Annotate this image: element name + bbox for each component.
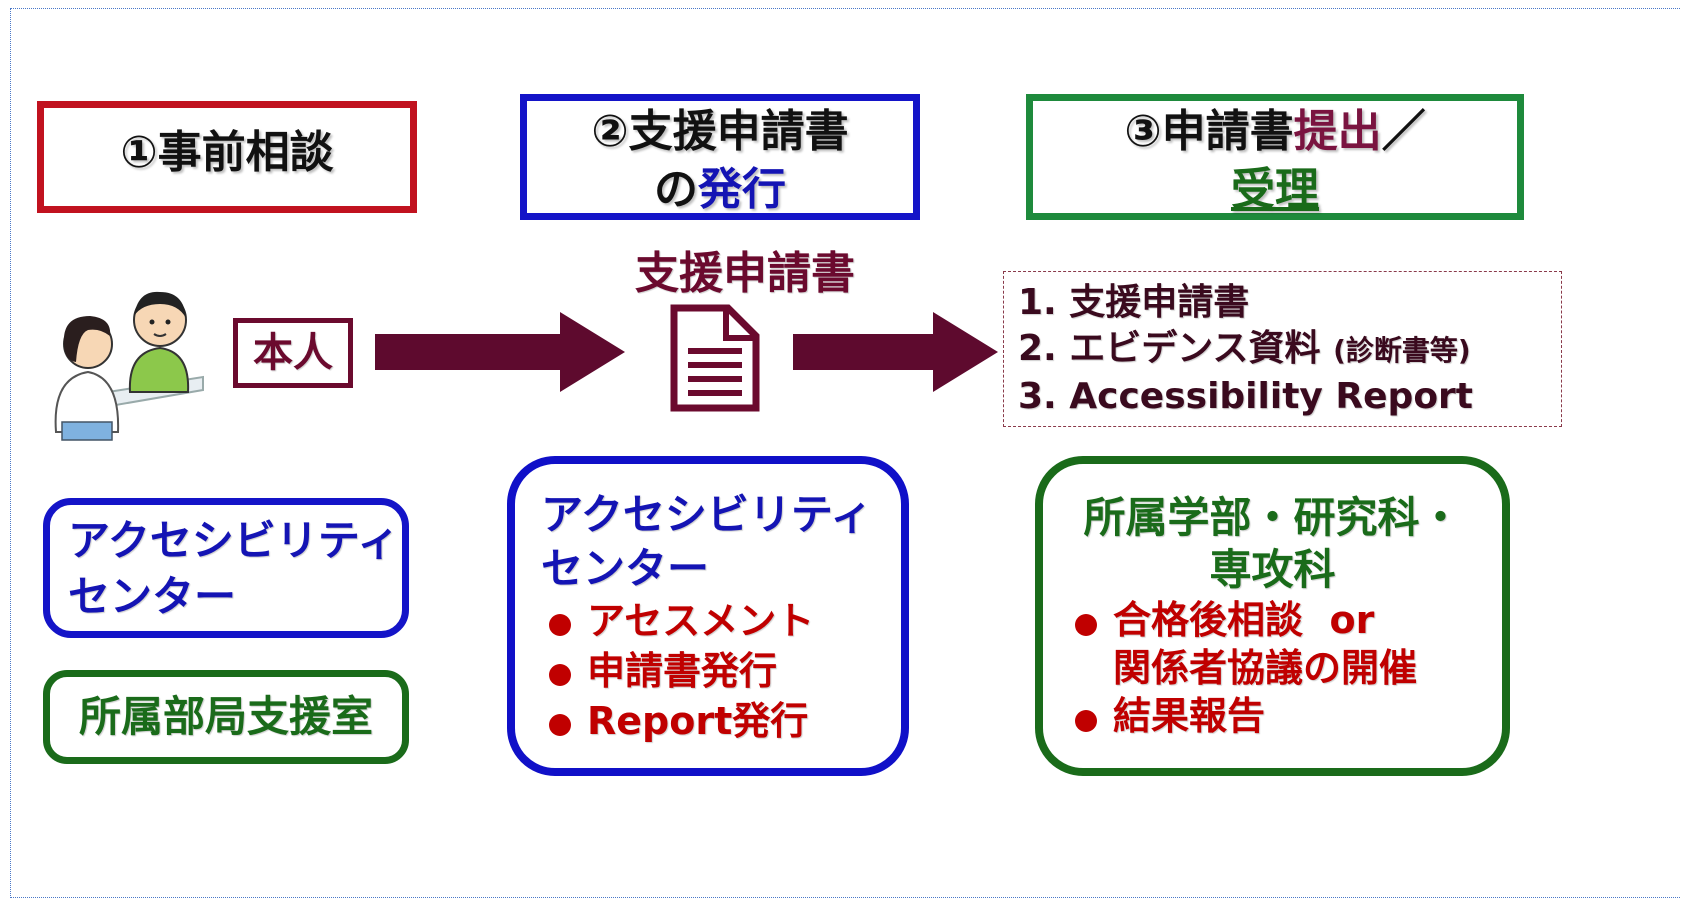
right-box-line2: 専攻科	[1209, 545, 1336, 594]
department-support-office-box: 所属部局支援室	[43, 670, 409, 764]
right-box-item1-line1: 合格後相談 or	[1113, 598, 1375, 642]
submission-item-2: 2. エビデンス資料 (診断書等)	[1018, 326, 1561, 374]
department-support-office-label: 所属部局支援室	[78, 692, 373, 741]
mid-box-line2: センター	[541, 544, 710, 593]
step2-title-no: の	[654, 164, 698, 215]
step3-box: ③申請書提出／ 受理	[1026, 94, 1524, 220]
mid-box-item-report: Report発行	[541, 696, 901, 746]
consultation-illustration	[54, 291, 204, 441]
submission-item-2-main: 2. エビデンス資料	[1018, 328, 1321, 369]
mid-box-item-assessment: アセスメント	[541, 596, 901, 646]
right-box-items: 合格後相談 or 関係者協議の開催 結果報告	[1043, 596, 1502, 740]
submission-item-3: 3. Accessibility Report	[1018, 376, 1474, 417]
step3-title-prefix: ③申請書	[1124, 106, 1294, 157]
person-label: 本人	[253, 330, 333, 376]
mid-box-items: アセスメント 申請書発行 Report発行	[541, 596, 901, 746]
accessibility-center-line1: アクセシビリティ	[68, 516, 400, 565]
step1-box: ①事前相談	[37, 101, 417, 213]
mid-box-item-issuance: 申請書発行	[541, 646, 901, 696]
step3-title-emph: 提出	[1293, 106, 1382, 157]
step3-title-slash: ／	[1381, 106, 1426, 157]
step3-title-receipt: 受理	[1231, 164, 1319, 215]
assessment-center-box: アクセシビリティ センター アセスメント 申請書発行 Report発行	[507, 456, 909, 776]
person-label-box: 本人	[233, 318, 353, 388]
document-label: 支援申請書	[635, 248, 855, 299]
step2-title-emph: 発行	[698, 164, 786, 215]
step3-title: ③申請書提出／ 受理	[1033, 101, 1517, 219]
arrow-to-submission	[793, 312, 998, 392]
accessibility-center-line2: センター	[68, 572, 237, 621]
step2-title-line2: の発行	[527, 161, 913, 219]
arrow-to-document	[375, 312, 625, 392]
mid-box-line1: アクセシビリティ	[541, 490, 873, 539]
document-icon	[670, 304, 760, 412]
faculty-box: 所属学部・研究科・ 専攻科 合格後相談 or 関係者協議の開催 結果報告	[1035, 456, 1510, 776]
right-box-item-consultation: 合格後相談 or 関係者協議の開催	[1067, 596, 1502, 692]
right-box-line1: 所属学部・研究科・	[1083, 493, 1462, 542]
step2-box: ②支援申請書 の発行	[520, 94, 920, 220]
step1-title: ①事前相談	[120, 127, 334, 178]
step2-title: ②支援申請書 の発行	[527, 101, 913, 219]
submission-list-box: 1. 支援申請書 2. エビデンス資料 (診断書等) 3. Accessibil…	[1003, 271, 1562, 427]
accessibility-center-box: アクセシビリティ センター	[43, 498, 409, 638]
submission-item-2-note: (診断書等)	[1333, 334, 1471, 367]
submission-item-1: 1. 支援申請書	[1018, 282, 1250, 323]
step3-title-line2: 受理	[1033, 161, 1517, 219]
step2-title-line1: ②支援申請書	[591, 106, 849, 157]
step3-title-line1: ③申請書提出／	[1033, 103, 1517, 161]
right-box-item1-line2: 関係者協議の開催	[1113, 646, 1418, 690]
right-box-item-result-report: 結果報告	[1067, 692, 1502, 740]
